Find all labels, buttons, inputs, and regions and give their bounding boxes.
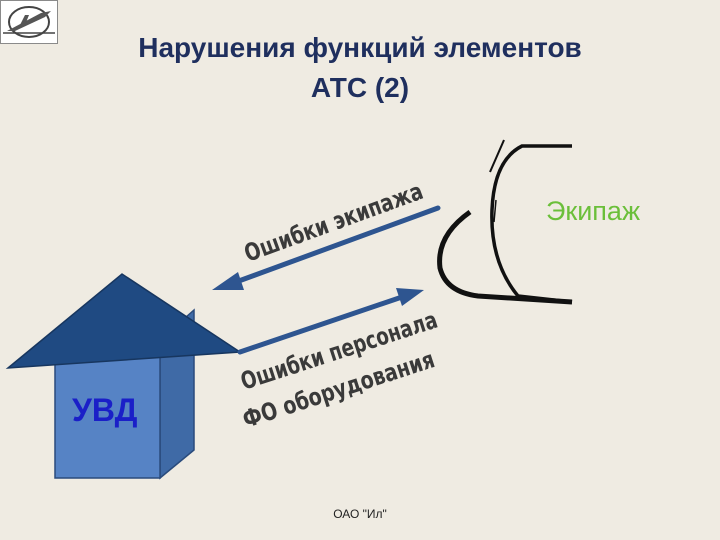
aircraft-logo-icon xyxy=(3,6,55,38)
uvd-building-roof xyxy=(5,273,243,369)
footer-company: ОАО "Ил" xyxy=(333,507,387,521)
crew-shape xyxy=(490,144,573,304)
slide-title: Нарушения функций элементов АТС (2) xyxy=(60,28,660,108)
crew-shape-mark xyxy=(489,139,505,173)
crew-shape-gap xyxy=(493,199,497,223)
title-line-2: АТС (2) xyxy=(310,72,410,103)
title-line-1: Нарушения функций элементов xyxy=(138,32,582,63)
staff-errors-arrow xyxy=(237,288,424,355)
crew-label: Экипаж xyxy=(546,196,640,226)
crew-errors-arrow xyxy=(212,205,441,290)
uvd-label: УВД xyxy=(72,392,138,428)
crew-shape-lower xyxy=(437,209,573,305)
company-logo xyxy=(0,0,58,44)
